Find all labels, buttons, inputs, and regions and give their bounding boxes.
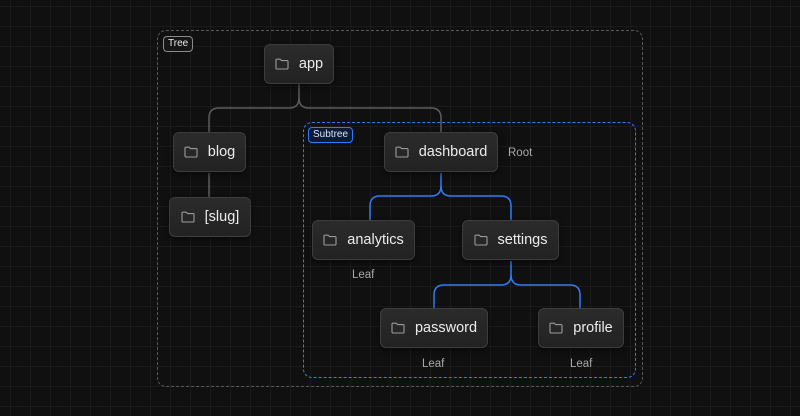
tree-label: Tree <box>163 36 194 52</box>
edge-app-dashboard <box>298 97 442 132</box>
edge-settings-password <box>433 261 512 308</box>
node-password[interactable]: password <box>380 308 488 348</box>
edge-dashboard-analytics <box>369 173 442 220</box>
folder-icon <box>391 322 405 334</box>
root-annotation: Root <box>508 147 533 159</box>
folder-icon <box>395 146 409 158</box>
node-label: settings <box>497 232 548 248</box>
subtree-label: Subtree <box>308 127 354 143</box>
node-settings[interactable]: settings <box>462 220 559 260</box>
leaf-annotation: Leaf <box>422 358 445 370</box>
node-analytics[interactable]: analytics <box>312 220 415 260</box>
edge-app-blog <box>208 84 300 132</box>
folder-icon <box>549 322 563 334</box>
tree-frame <box>157 30 643 387</box>
node-blog[interactable]: blog <box>173 132 246 172</box>
node-label: blog <box>207 144 236 160</box>
leaf-annotation: Leaf <box>352 269 375 281</box>
node-label: dashboard <box>418 144 488 160</box>
leaf-annotation: Leaf <box>570 358 593 370</box>
node-app[interactable]: app <box>264 44 334 84</box>
node-label: analytics <box>347 232 404 248</box>
folder-icon <box>323 234 337 246</box>
node-label: [slug] <box>204 209 240 225</box>
folder-icon <box>275 58 289 70</box>
node-profile[interactable]: profile <box>538 308 624 348</box>
folder-icon <box>184 146 198 158</box>
subtree-frame <box>303 122 636 378</box>
node-label: profile <box>573 320 613 336</box>
folder-icon <box>181 211 195 223</box>
folder-icon <box>473 234 488 246</box>
edge-dashboard-settings <box>440 185 512 220</box>
node-slug[interactable]: [slug] <box>169 197 251 237</box>
edge-settings-profile <box>510 274 581 308</box>
node-dashboard[interactable]: dashboard <box>384 132 498 172</box>
node-label: app <box>298 56 324 72</box>
node-label: password <box>414 320 478 336</box>
